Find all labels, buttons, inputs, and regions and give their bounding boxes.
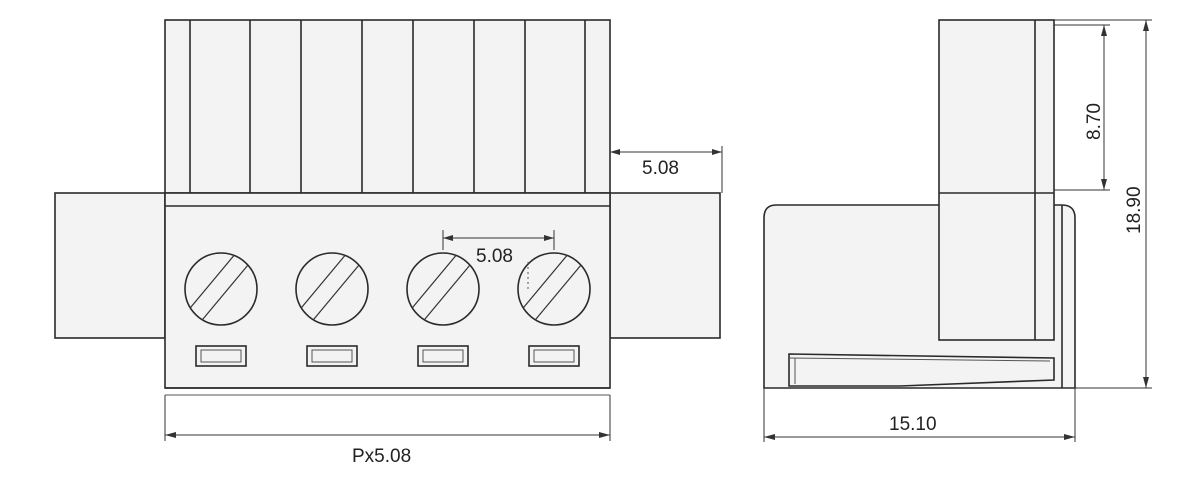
screw-2: [295, 252, 369, 326]
screw-3: [406, 252, 480, 326]
total-height-label: 18.90: [1124, 186, 1145, 234]
screw-4: [517, 252, 591, 326]
right-flange: [609, 192, 721, 339]
length-dimension: Px5.08: [164, 395, 611, 467]
offset-label: 5.08: [642, 158, 679, 179]
housing-ribs: [189, 20, 586, 193]
wire-slot-1: [195, 345, 247, 367]
wire-slot-4: [528, 345, 580, 367]
pitch-dimension: 5.08: [442, 230, 555, 290]
depth-dimension: 15.10: [763, 388, 1076, 442]
offset-dimension: 5.08: [610, 146, 723, 193]
total-height-dimension: 18.90: [1054, 19, 1152, 389]
depth-label: 15.10: [889, 414, 937, 435]
wire-slot-2: [306, 345, 358, 367]
pitch-label: 5.08: [476, 246, 513, 267]
side-view: 8.70 18.90 15.10: [763, 19, 1152, 442]
side-tray: [788, 353, 1055, 387]
wire-slots: [195, 345, 580, 367]
upper-height-dimension: 8.70: [1054, 24, 1110, 191]
terminal-body: [164, 192, 611, 389]
screw-1: [184, 252, 258, 326]
upper-height-label: 8.70: [1084, 103, 1105, 140]
top-housing: [164, 19, 611, 194]
left-flange: [54, 192, 166, 339]
front-view: 5.08 5.08 Px5.08: [54, 19, 723, 467]
side-plug: [938, 19, 1055, 341]
length-label: Px5.08: [352, 446, 411, 467]
wire-slot-3: [417, 345, 469, 367]
